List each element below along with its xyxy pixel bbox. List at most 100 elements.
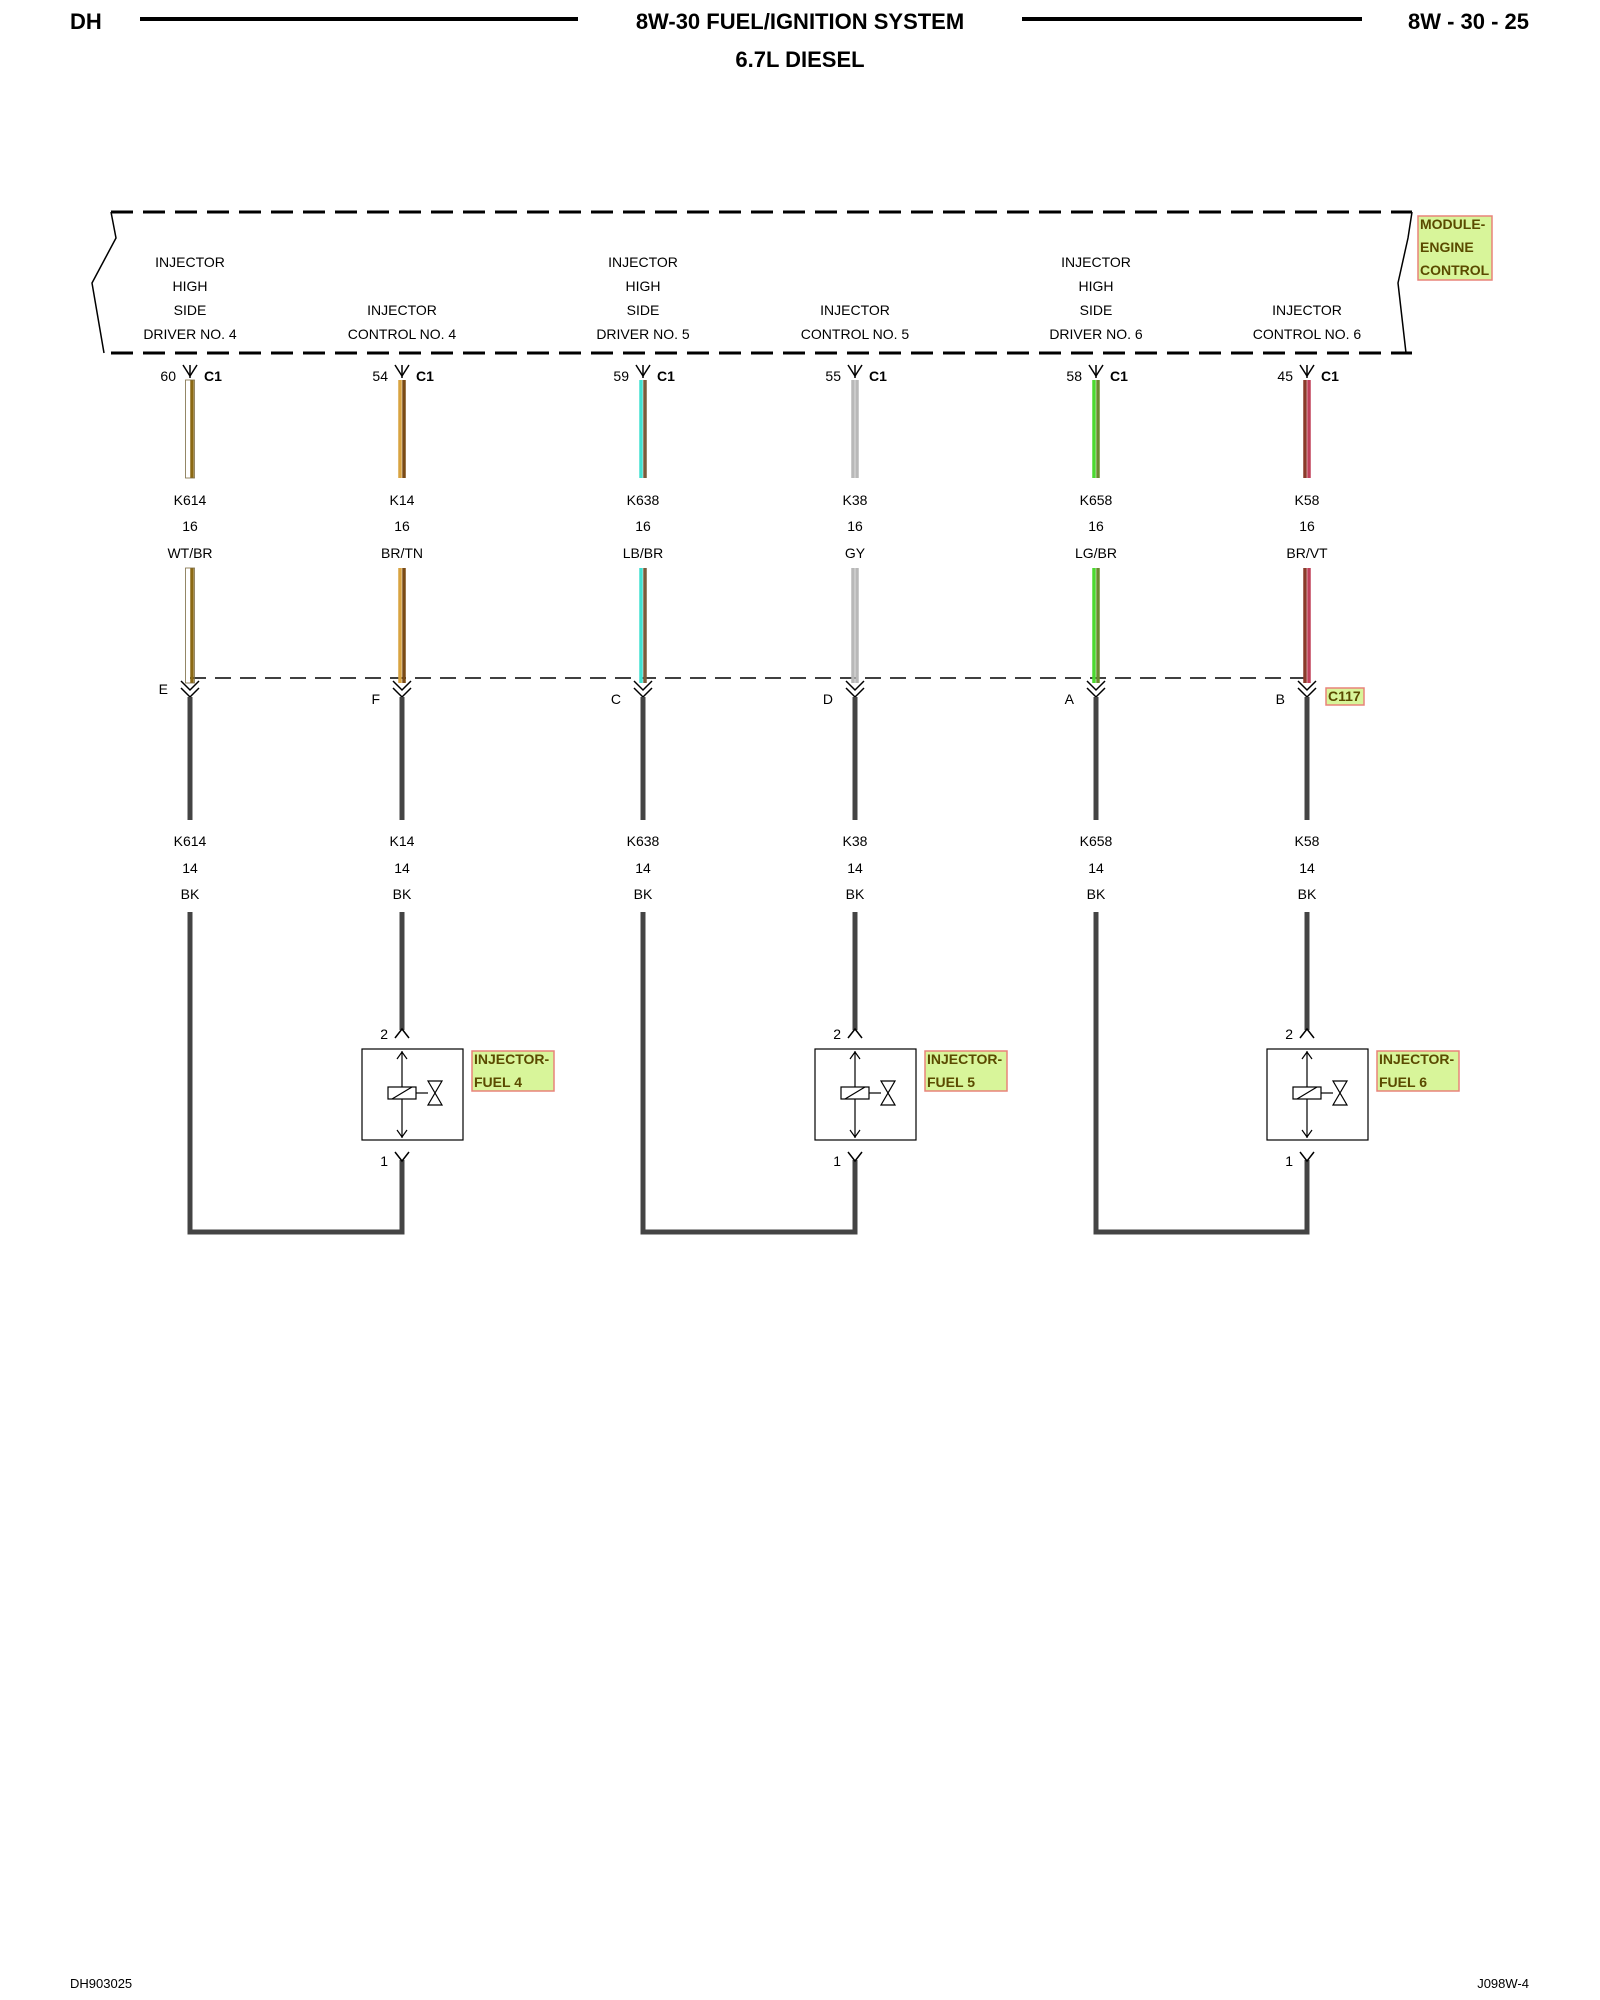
wire-circuit-id: K38 [843, 492, 868, 508]
pin-description: SIDE [174, 302, 207, 318]
injector-label-line: FUEL 4 [474, 1074, 522, 1090]
pin-description: INJECTOR [1061, 254, 1131, 270]
wire-gauge: 14 [1299, 860, 1315, 876]
injector-connector-symbol [1299, 1027, 1315, 1039]
injector-pin-number: 1 [833, 1153, 841, 1169]
wire-circuit-id: K14 [390, 492, 415, 508]
wire-gauge: 16 [635, 518, 651, 534]
wire-circuit-id: K14 [390, 833, 415, 849]
pin-description: DRIVER NO. 6 [1049, 326, 1143, 342]
pin-description: INJECTOR [1272, 302, 1342, 318]
injector-pin-number: 2 [833, 1026, 841, 1042]
pin-description: INJECTOR [608, 254, 678, 270]
wire-circuit-id: K38 [843, 833, 868, 849]
wire-gauge: 16 [1088, 518, 1104, 534]
pin-description: HIGH [626, 278, 661, 294]
injector-connector-symbol [847, 1027, 863, 1039]
wire-color-code: GY [845, 545, 866, 561]
pin-description: INJECTOR [155, 254, 225, 270]
module-pin-number: 59 [613, 368, 629, 384]
solenoid-coil-slash [844, 1086, 866, 1100]
header-rule-left [140, 17, 578, 21]
wire-color-code: BR/TN [381, 545, 423, 561]
wire-gauge: 16 [1299, 518, 1315, 534]
c117-pin-letter: D [823, 691, 833, 707]
solenoid-coil-slash [391, 1086, 413, 1100]
wire-gauge: 14 [635, 860, 651, 876]
module-connector-name: C1 [204, 368, 222, 384]
module-label-line: CONTROL [1420, 262, 1490, 278]
injector-connector-symbol [394, 1027, 410, 1039]
wire-gauge: 14 [394, 860, 410, 876]
wire-circuit-id: K614 [174, 833, 207, 849]
injector-pin-number: 2 [380, 1026, 388, 1042]
connector-c117-symbol [180, 680, 200, 692]
wire-circuit-id: K58 [1295, 833, 1320, 849]
header-rule-right [1022, 17, 1362, 21]
pin-description: DRIVER NO. 4 [143, 326, 237, 342]
injector-pin-number: 2 [1285, 1026, 1293, 1042]
connector-c117-symbol [1086, 680, 1106, 692]
injector-label-box [1376, 1050, 1460, 1092]
injector-label-box [471, 1050, 555, 1092]
footer-code-left: DH903025 [70, 1976, 133, 1991]
injector-label-line: FUEL 5 [927, 1074, 975, 1090]
module-connector-name: C1 [1110, 368, 1128, 384]
connector-c117-symbol [845, 680, 865, 692]
pin-description: CONTROL NO. 4 [348, 326, 457, 342]
pin-description: CONTROL NO. 6 [1253, 326, 1362, 342]
pin-description: HIGH [173, 278, 208, 294]
wire-color-code: BK [393, 886, 412, 902]
pin-description: SIDE [627, 302, 660, 318]
wire-color-code: LB/BR [623, 545, 663, 561]
module-pin-number: 45 [1277, 368, 1293, 384]
valve-icon [1331, 1080, 1349, 1106]
solenoid-coil-slash [1296, 1086, 1318, 1100]
c117-pin-letter: B [1276, 691, 1285, 707]
wire-color-code: BR/VT [1286, 545, 1328, 561]
wire-circuit-id: K638 [627, 492, 660, 508]
footer-code-right: J098W-4 [1477, 1976, 1529, 1991]
module-engine-control-boundary [91, 210, 1413, 355]
module-label-line: MODULE- [1420, 216, 1486, 232]
page-number: 8W - 30 - 25 [1407, 9, 1529, 34]
wire-circuit-id: K614 [174, 492, 207, 508]
injector-arrow [849, 1129, 861, 1139]
wire-color-code: BK [634, 886, 653, 902]
injector-pin-number: 1 [1285, 1153, 1293, 1169]
injector-label-line: INJECTOR- [927, 1051, 1003, 1067]
injector-connector-symbol [847, 1151, 863, 1163]
valve-icon [879, 1080, 897, 1106]
module-pin-number: 54 [372, 368, 388, 384]
module-connector-name: C1 [869, 368, 887, 384]
page-title: 8W-30 FUEL/IGNITION SYSTEM [635, 9, 965, 34]
module-connector-name: C1 [657, 368, 675, 384]
module-engine-control-label: MODULE- ENGINE CONTROL [1417, 215, 1493, 281]
wire-color-code: BK [846, 886, 865, 902]
connector-c117-name: C117 [1328, 688, 1361, 704]
module-pin-number: 58 [1066, 368, 1082, 384]
injector-arrow [1301, 1050, 1313, 1060]
pin-description: INJECTOR [820, 302, 890, 318]
injector-connector-symbol [394, 1151, 410, 1163]
pin-description: CONTROL NO. 5 [801, 326, 910, 342]
connector-c117-label: C117 [1325, 687, 1365, 706]
wire-color-code: WT/BR [167, 545, 212, 561]
page-code-left: DH [70, 9, 102, 34]
pin-description: DRIVER NO. 5 [596, 326, 690, 342]
wire-circuit-id: K638 [627, 833, 660, 849]
injector-arrow [849, 1050, 861, 1060]
wire-segment [187, 912, 405, 1235]
wire-color-code: BK [1087, 886, 1106, 902]
c117-pin-letter: C [611, 691, 621, 707]
connector-c117-symbol [633, 680, 653, 692]
wire-circuit-id: K658 [1080, 492, 1113, 508]
wiring-diagram: MODULE- ENGINE CONTROL C117 INJECTOR HIGH… [91, 210, 1493, 1235]
